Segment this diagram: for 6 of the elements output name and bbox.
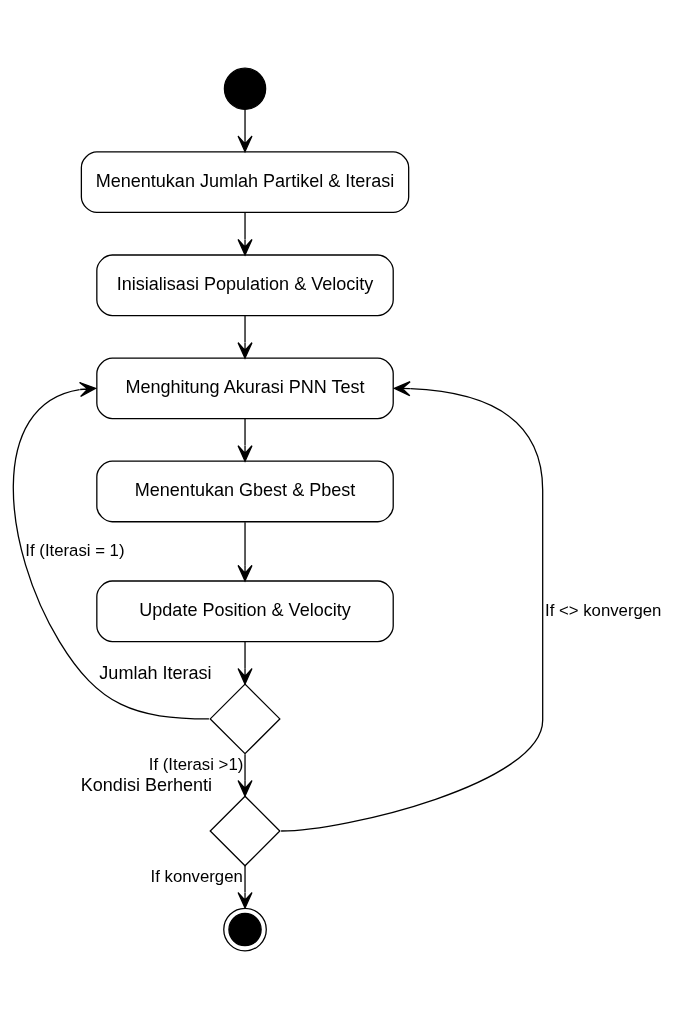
node-label: Kondisi Berhenti [80, 775, 213, 796]
edge-label: If konvergen [150, 866, 243, 886]
edge-label: If <> konvergen [545, 600, 662, 620]
node-label: Jumlah Iterasi [99, 663, 212, 684]
edge-label: If (Iterasi >1) [148, 755, 244, 775]
edge-label: If (Iterasi = 1) [25, 540, 125, 560]
